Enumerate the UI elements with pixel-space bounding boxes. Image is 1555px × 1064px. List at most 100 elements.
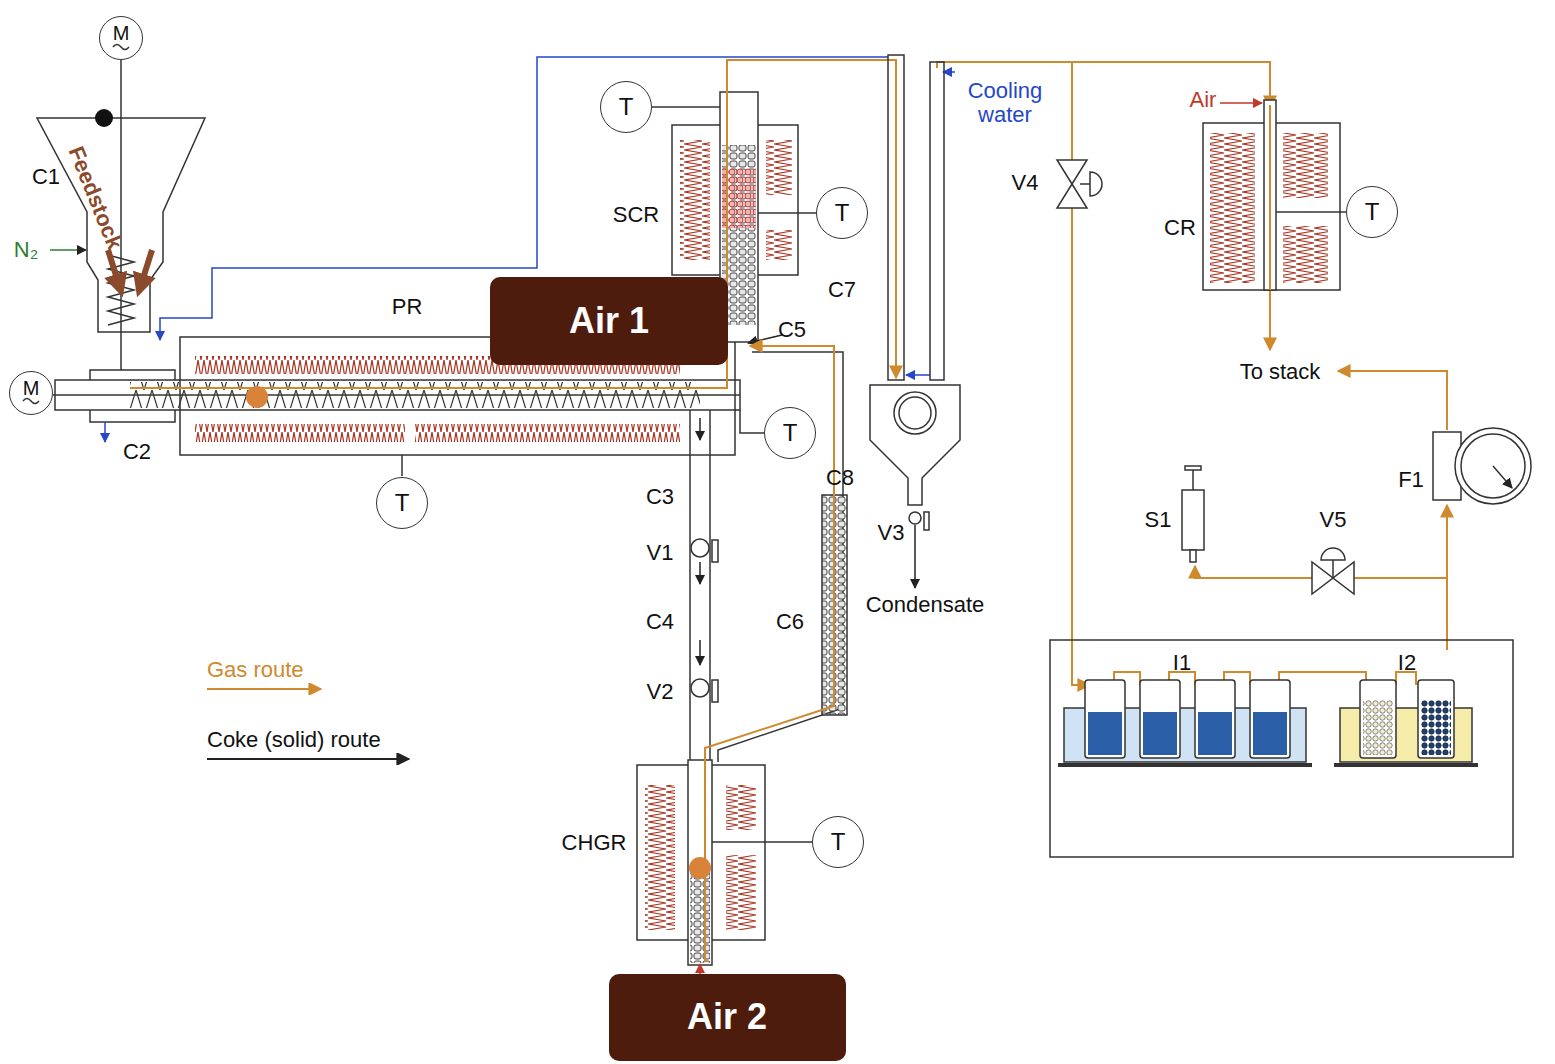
- combustion-reactor-part: [1090, 172, 1102, 196]
- impinger-train-part: [1050, 640, 1513, 857]
- condenser-part: [894, 392, 936, 434]
- gas-route-part: [1338, 371, 1447, 430]
- part-label: Condensate: [866, 593, 985, 617]
- condenser-part: [909, 512, 921, 524]
- impinger-train-part: [1250, 680, 1290, 758]
- char-gasification-reactor-part: [688, 760, 712, 965]
- coke-downpipe-part: [740, 410, 764, 433]
- combustion-reactor-part: [1269, 105, 1271, 290]
- gas-route-part: [1072, 62, 1090, 685]
- condenser-part: [899, 397, 931, 429]
- feed-hopper-part: [140, 250, 152, 288]
- combustion-reactor-part: [1283, 133, 1328, 198]
- symbol-letter: M: [113, 22, 130, 45]
- impinger-train-part: [1360, 680, 1396, 758]
- impinger-train-part: [1421, 700, 1451, 755]
- char-gasification-reactor-part: [726, 855, 756, 930]
- part-label: S1: [1145, 508, 1172, 532]
- part-label: I1: [1173, 651, 1191, 675]
- combustion-reactor-part: [1276, 211, 1346, 213]
- legend-sample: [207, 683, 325, 695]
- feed-hopper: [37, 45, 205, 383]
- impinger-train-part: [1198, 712, 1232, 755]
- symbol-letter: T: [835, 199, 850, 227]
- sample-particle-part: [246, 386, 268, 408]
- legend-line: [207, 758, 409, 760]
- gas-meter-part: [1455, 428, 1531, 504]
- legend-item: Gas route: [207, 657, 325, 695]
- impinger-train-part: [1363, 700, 1393, 755]
- char-gasification-reactor: [637, 760, 812, 975]
- motor-symbol: M: [9, 371, 53, 415]
- char-gasification-reactor-part: [690, 870, 710, 963]
- steam-reforming-reactor-part: [680, 140, 710, 260]
- condenser-part: [888, 55, 904, 380]
- coke-downpipe-part: [691, 539, 709, 557]
- screw-feeder-part: [104, 422, 106, 442]
- steam-reforming-reactor-part: [766, 230, 792, 260]
- feed-hopper-part: [50, 249, 86, 251]
- combustion-reactor-part: [1220, 102, 1262, 104]
- coke-downpipe-part: [709, 410, 711, 775]
- symbol-letter: T: [1365, 198, 1380, 226]
- guard-column: [718, 352, 847, 762]
- thermocouple-symbol: T: [816, 187, 868, 239]
- combustion-reactor: [1057, 100, 1346, 290]
- gas-meter-part: [1192, 470, 1194, 492]
- air-label: Air 1: [569, 300, 649, 342]
- impinger-train: [1050, 640, 1513, 857]
- combustion-reactor-part: [1283, 226, 1328, 283]
- gas-meter-part: [1493, 466, 1512, 488]
- combustion-reactor-part: [1264, 100, 1276, 290]
- gas-route-part: [705, 346, 834, 962]
- thermocouple-symbol: T: [600, 81, 652, 133]
- feed-hopper-part: [120, 60, 122, 382]
- impinger-train-part: [1064, 708, 1306, 762]
- part-label: PR: [392, 295, 423, 319]
- gas-meter: [1182, 428, 1531, 594]
- gas-meter-part: [1182, 490, 1204, 550]
- legend-text: Coke (solid) route: [207, 727, 413, 753]
- impinger-train-part: [1334, 763, 1478, 767]
- gas-route-part: [1269, 290, 1271, 350]
- screw-feeder: [23, 370, 740, 442]
- thermocouple-symbol: T: [812, 816, 864, 868]
- combustion-reactor-part: [1080, 183, 1090, 185]
- legend-sample: [207, 753, 413, 765]
- cooling-water-line: [160, 57, 955, 375]
- coke-downpipe-part: [712, 540, 718, 562]
- part-label: C7: [828, 278, 856, 302]
- char-gasification-reactor-part: [712, 841, 812, 843]
- screw-feeder-part: [23, 399, 39, 404]
- gas-route-part: [130, 60, 896, 388]
- steam-reforming-reactor-part: [758, 212, 816, 214]
- part-label: F1: [1398, 468, 1424, 492]
- part-label: To stack: [1240, 360, 1321, 384]
- impinger-train-part: [1085, 680, 1125, 758]
- symbol-letter: T: [831, 828, 846, 856]
- part-label: V3: [878, 521, 905, 545]
- steam-reforming-reactor-part: [748, 335, 782, 343]
- steam-reforming-reactor-part: [652, 106, 720, 108]
- gas-meter-part: [1332, 560, 1334, 578]
- part-label: C1: [32, 165, 60, 189]
- feed-hopper-part: [113, 45, 129, 50]
- gas-meter-part: [1190, 550, 1196, 562]
- part-label: C5: [778, 318, 806, 342]
- condenser-part: [870, 385, 960, 505]
- part-label: V2: [647, 680, 674, 704]
- part-label: N₂: [14, 238, 38, 262]
- combustion-reactor-part: [1210, 133, 1255, 283]
- part-label: V1: [647, 541, 674, 565]
- part-label: CR: [1164, 216, 1196, 240]
- air-inlet-box: Air 1: [490, 277, 728, 365]
- symbol-letter: T: [783, 419, 798, 447]
- condenser-part: [924, 512, 929, 530]
- coke-downpipe-part: [689, 410, 691, 775]
- condenser-part: [930, 62, 944, 380]
- cooling-water-line-part: [943, 71, 955, 73]
- steam-reforming-reactor-part: [766, 140, 792, 195]
